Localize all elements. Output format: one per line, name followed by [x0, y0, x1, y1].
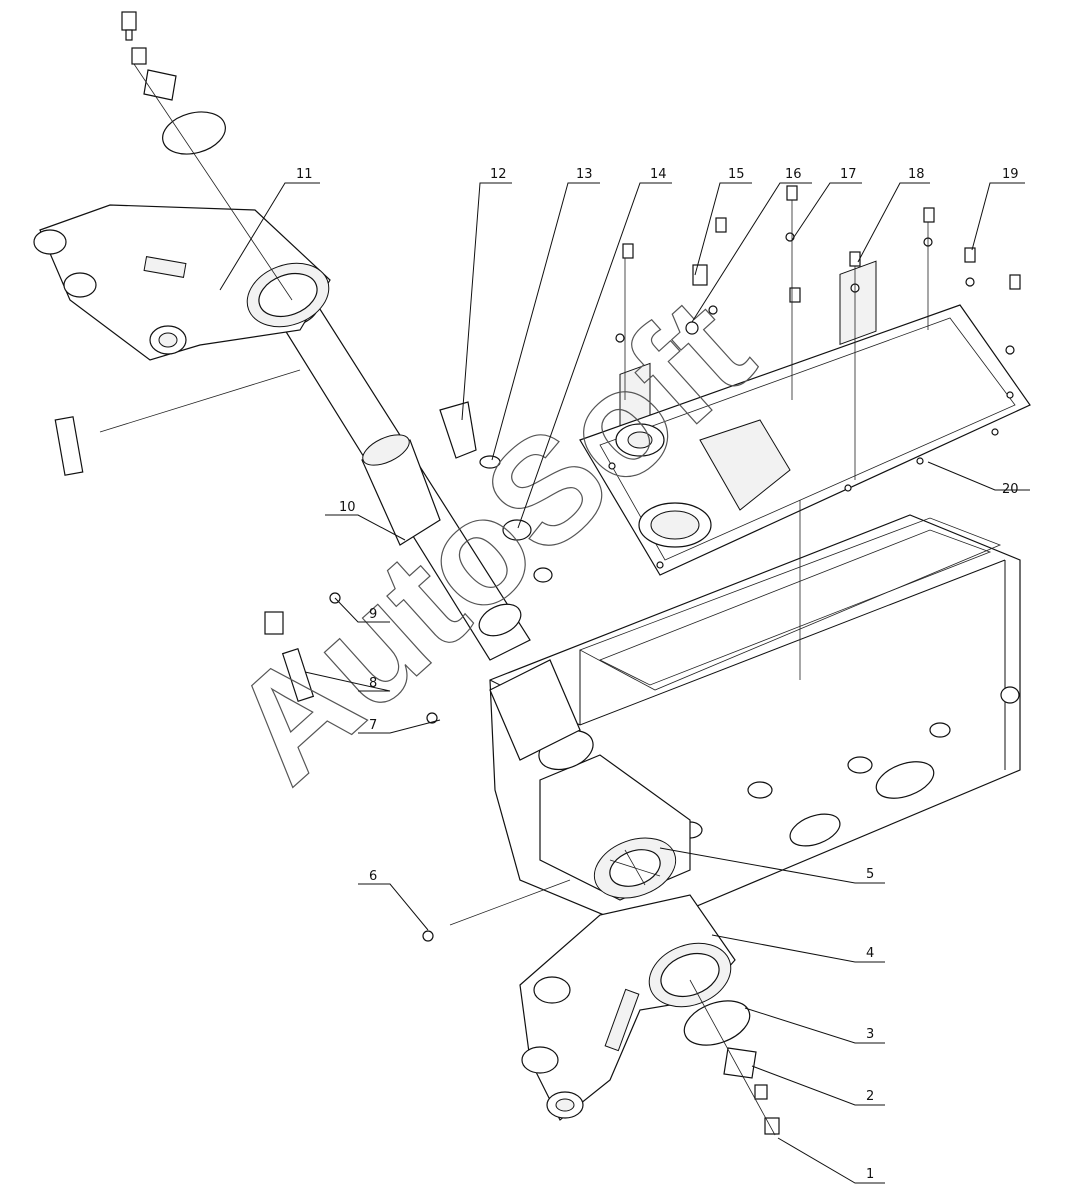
callout-14: 14: [650, 167, 667, 182]
callout-labels: 1 2 3 4 5 6 7 8 9 10 11 12 13 14 15 16 1…: [296, 167, 1019, 1182]
callout-9: 9: [369, 607, 377, 622]
callout-11: 11: [296, 167, 313, 182]
upper-lift-arm: [33, 204, 331, 361]
callout-7: 7: [369, 718, 377, 733]
cross-shaft: [279, 301, 531, 661]
callout-8: 8: [369, 676, 377, 691]
lower-lift-arm: [519, 894, 736, 1121]
callout-1: 1: [866, 1167, 874, 1182]
callout-6: 6: [369, 869, 377, 884]
callout-12: 12: [490, 167, 507, 182]
callout-20: 20: [1002, 482, 1019, 497]
callout-5: 5: [866, 867, 874, 882]
callout-2: 2: [866, 1089, 874, 1104]
callout-4: 4: [866, 946, 874, 961]
top-cover-plate: [579, 304, 1031, 576]
callout-18: 18: [908, 167, 925, 182]
small-parts: [54, 11, 1021, 1136]
callout-16: 16: [785, 167, 802, 182]
callout-13: 13: [576, 167, 593, 182]
callout-10: 10: [339, 500, 356, 515]
callout-15: 15: [728, 167, 745, 182]
callout-19: 19: [1002, 167, 1019, 182]
callout-leaders: [219, 182, 1030, 1184]
callout-3: 3: [866, 1027, 874, 1042]
callout-17: 17: [840, 167, 857, 182]
